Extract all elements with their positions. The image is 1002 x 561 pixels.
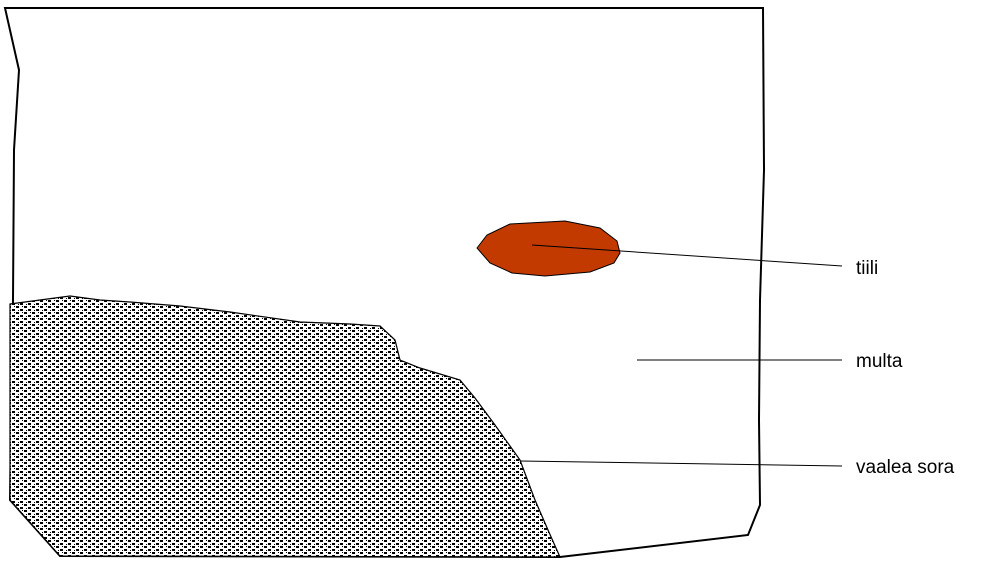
label-tiili: tiili (856, 258, 878, 279)
label-multa: multa (856, 351, 903, 372)
label-vaalea-sora: vaalea sora (856, 457, 955, 478)
